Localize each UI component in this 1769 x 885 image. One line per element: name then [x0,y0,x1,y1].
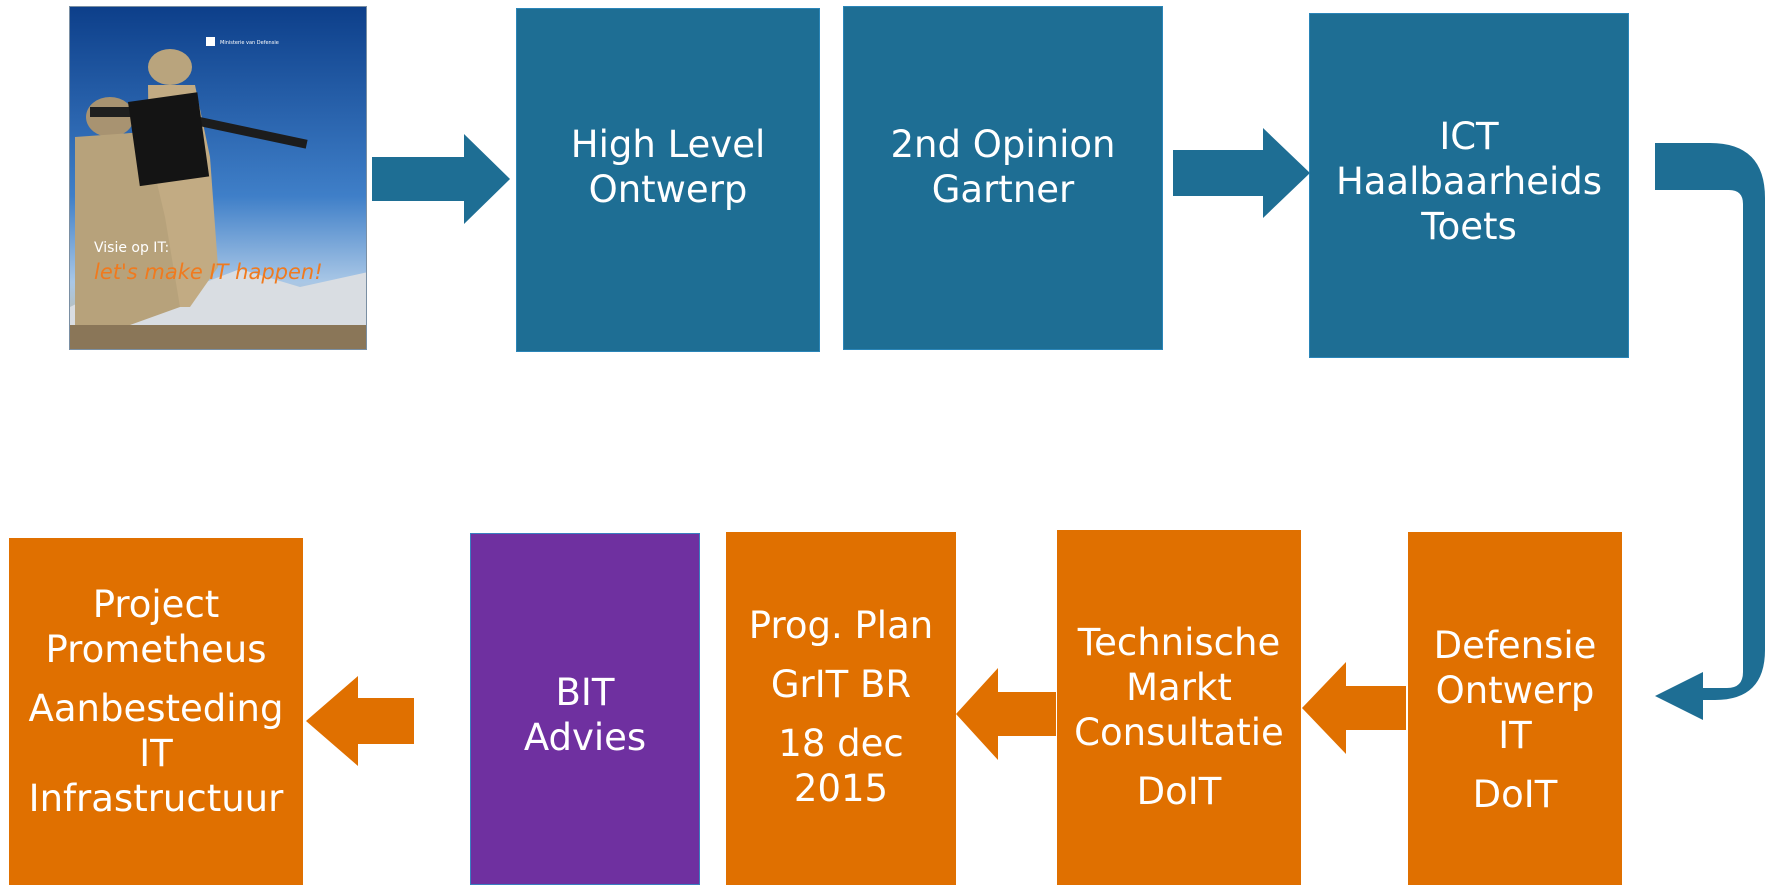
ministry-label: Ministerie van Defensie [220,40,279,46]
arrow-right-cover-to-hlo [372,134,510,224]
box-subtitle: DoIT [1136,770,1222,813]
arrow-left-defensie-to-technische [1302,662,1406,754]
box-line: Consultatie [1074,711,1284,754]
box-date: 2015 [793,767,889,810]
cover-visie-text: Visie op IT: [94,240,169,256]
box-line: 2nd Opinion [890,123,1116,166]
box-line: Gartner [931,168,1075,211]
box-line: Prog. Plan [748,604,934,647]
arrow-right-gartner-to-ict [1173,128,1310,218]
cover-illustration: Ministerie van Defensie Visie op IT: let… [70,7,366,349]
box-line: IT [139,732,173,775]
cover-image: Ministerie van Defensie Visie op IT: let… [69,6,367,350]
arrow-curved-down [1655,143,1765,720]
box-technische-markt-consultatie: Technische Markt Consultatie DoIT [1057,530,1301,885]
box-subtitle: DoIT [1472,773,1558,816]
box-line: Prometheus [45,628,267,671]
box-line: Toets [1421,205,1517,248]
box-line: Markt [1126,666,1232,709]
arrow-left-bit-to-project [306,676,414,766]
box-line: ICT [1439,115,1499,158]
box-line: Ontwerp [1435,669,1595,712]
box-line: IT [1498,714,1532,757]
box-line: BIT [555,671,615,714]
box-line: Aanbesteding [28,687,284,730]
box-line: Infrastructuur [28,777,284,820]
box-line: GrIT BR [770,663,912,706]
box-line: High Level [570,123,766,166]
box-second-opinion-gartner: 2nd Opinion Gartner [843,6,1163,350]
box-line: Project [92,583,220,626]
box-date: 18 dec [778,722,904,765]
box-line: Technische [1077,621,1281,664]
box-line: Haalbaarheids [1335,160,1603,203]
box-project-prometheus: Project Prometheus Aanbesteding IT Infra… [9,538,303,885]
box-line: Advies [523,716,647,759]
box-prog-plan: Prog. Plan GrIT BR 18 dec 2015 [726,532,956,885]
arrow-left-technische-to-progplan [956,668,1056,760]
box-ict-haalbaarheids-toets: ICT Haalbaarheids Toets [1309,13,1629,358]
cover-slogan-text: let's make IT happen! [94,260,323,284]
box-high-level-ontwerp: High Level Ontwerp [516,8,820,352]
box-line: Ontwerp [588,168,748,211]
box-defensie-ontwerp-it: Defensie Ontwerp IT DoIT [1408,532,1622,885]
box-line: Defensie [1433,624,1597,667]
box-bit-advies: BIT Advies [470,533,700,885]
